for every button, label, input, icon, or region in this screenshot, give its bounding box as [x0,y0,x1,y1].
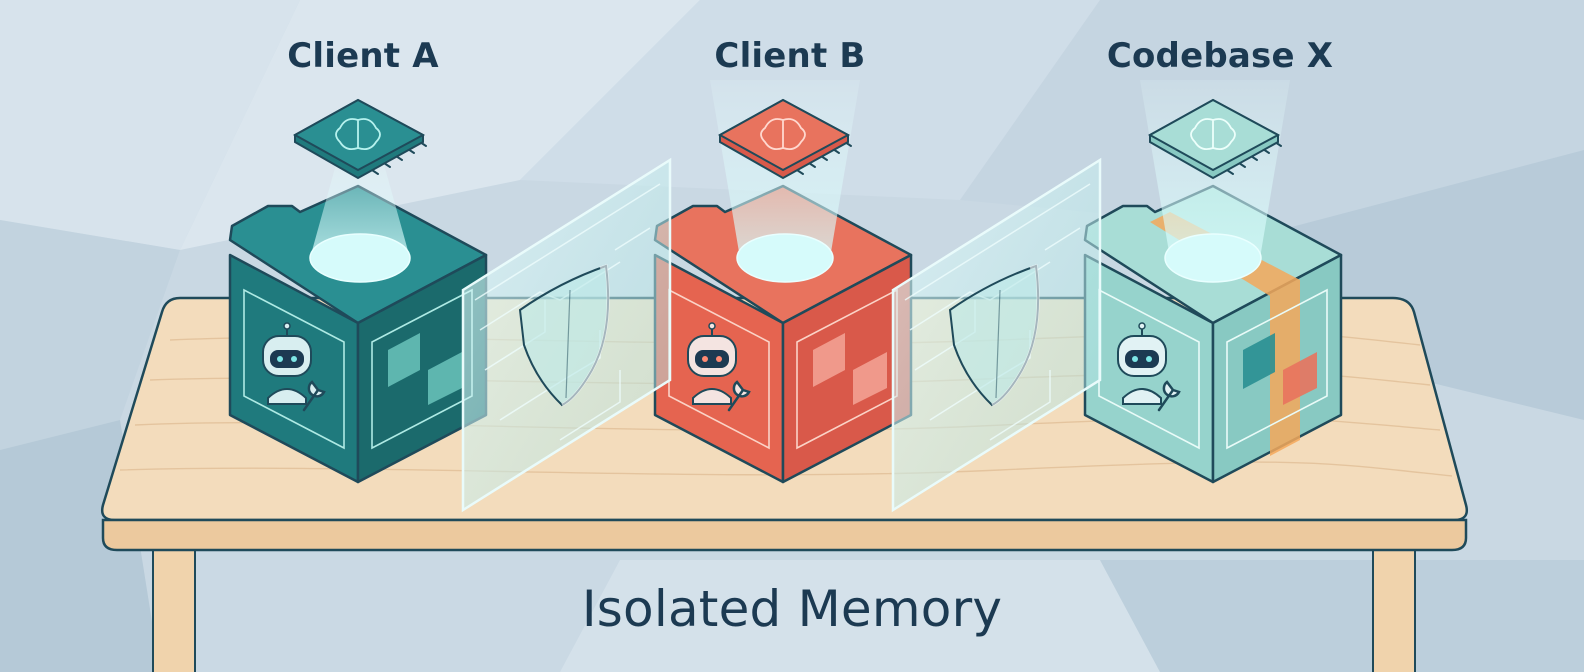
wrench-icon [727,380,751,412]
shield-icon [518,263,610,407]
table-edge [101,518,1468,552]
memory-beam-a [309,150,411,283]
wrench-icon [302,380,326,412]
cube-client-a [228,184,488,484]
shield-icon [948,263,1040,407]
client-a-label: Client A [287,36,439,76]
robot-icon [1117,322,1167,405]
glass-partition-right [891,157,1102,513]
isolated-memory-title: Isolated Memory [581,580,1003,638]
table-leg-left [152,539,196,672]
wrench-icon [1157,380,1181,412]
brain-chip-icon [292,98,427,180]
glass-partition-left [461,157,672,513]
brain-chip-icon [1147,98,1282,180]
codebase-x-label: Codebase X [1106,36,1334,76]
brain-chip-icon [717,98,852,180]
robot-icon [262,322,312,405]
client-b-label: Client B [714,36,866,76]
robot-icon [687,322,737,405]
